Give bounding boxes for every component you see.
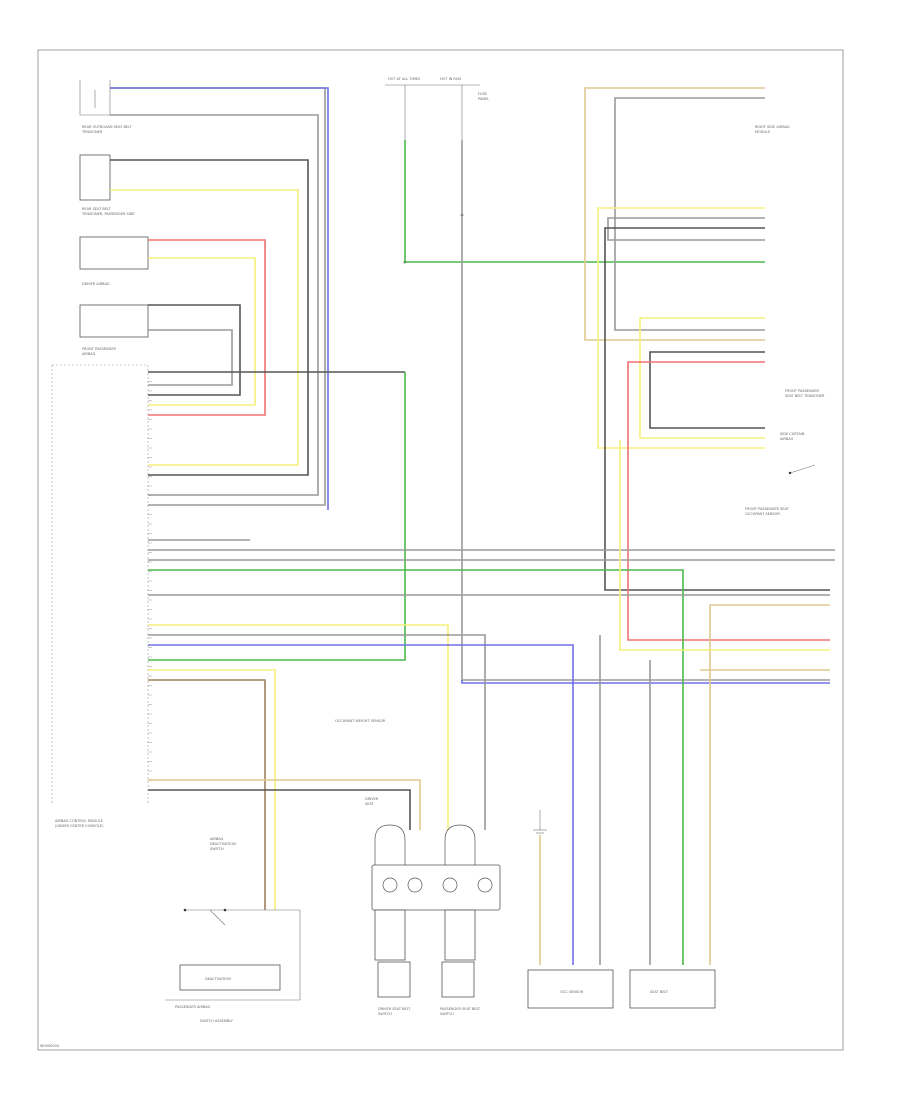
wire-tan-33 xyxy=(148,779,421,830)
wire-yellow-19 xyxy=(639,317,765,439)
wire-yellow-16 xyxy=(597,207,765,449)
wire-gray-29 xyxy=(148,634,486,830)
occupant-sensor-connector xyxy=(371,824,501,961)
wire-yellow-28 xyxy=(148,624,449,830)
switch-footer-label: PASSENGER AIRBAG xyxy=(175,1005,211,1009)
module-label: AIRBAG CONTROL MODULE(UNDER CENTER CONSO… xyxy=(55,819,104,828)
airbag-control-module: AIRBAG CONTROL MODULE(UNDER CENTER CONSO… xyxy=(51,364,149,828)
wire-blue-30 xyxy=(148,644,574,965)
wire-red-5 xyxy=(148,239,266,416)
wire-brown-32 xyxy=(148,679,266,910)
bottom-note: OCCUPANT WEIGHT SENSOR xyxy=(335,719,386,723)
module-pin-numbers xyxy=(148,371,152,791)
occupant-sensor-module: OCC SENSOR xyxy=(527,969,614,1009)
wire-tan-27 xyxy=(709,604,830,965)
wire-yellow-6 xyxy=(148,257,256,406)
driver-airbag: DRIVER AIRBAG xyxy=(79,236,149,286)
page-code: W0000000 xyxy=(40,1044,59,1048)
wire-dark-7 xyxy=(148,304,241,396)
wire-yellow-35 xyxy=(619,440,830,651)
wire-dark-3 xyxy=(110,159,309,476)
wire-dark-20 xyxy=(649,351,765,429)
wire-blue-13 xyxy=(461,680,830,684)
diagram-frame xyxy=(37,49,844,1051)
wire-yellow-31 xyxy=(148,669,276,910)
wire-gray-15 xyxy=(614,97,765,331)
wire-dark-18 xyxy=(604,227,830,591)
wire-red-21 xyxy=(627,361,830,641)
wire-blue-1 xyxy=(110,87,329,510)
switch-body-label: DEACTIVATION xyxy=(205,977,231,981)
wire-gray-2 xyxy=(110,114,319,496)
switch-caption-label: SWITCH ASSEMBLY xyxy=(200,1019,234,1023)
wire-gray-0 xyxy=(110,87,326,506)
wire-yellow-4 xyxy=(110,189,299,466)
fuse-b-label: HOT IN RUN xyxy=(440,77,461,81)
wire-gray-12 xyxy=(461,140,830,681)
fuse-a-label: HOT AT ALL TIMES xyxy=(388,77,421,81)
wire-green-10 xyxy=(148,372,406,661)
box-1-label: OCC SENSOR xyxy=(560,990,584,994)
wire-gray-17 xyxy=(607,217,765,241)
right-switch xyxy=(788,464,816,475)
wire-harness xyxy=(110,87,835,965)
wire-gray-8 xyxy=(148,329,233,386)
ground-icon xyxy=(533,810,547,834)
wire-green-25 xyxy=(148,569,684,965)
seat-belt-module: SEAT BELT xyxy=(629,969,716,1009)
wire-dark-34 xyxy=(148,789,411,830)
wire-tan-14 xyxy=(584,87,765,341)
wire-green-11 xyxy=(404,140,765,263)
box-2-label: SEAT BELT xyxy=(650,990,669,994)
airbag-1-label: DRIVER AIRBAG xyxy=(82,282,110,286)
